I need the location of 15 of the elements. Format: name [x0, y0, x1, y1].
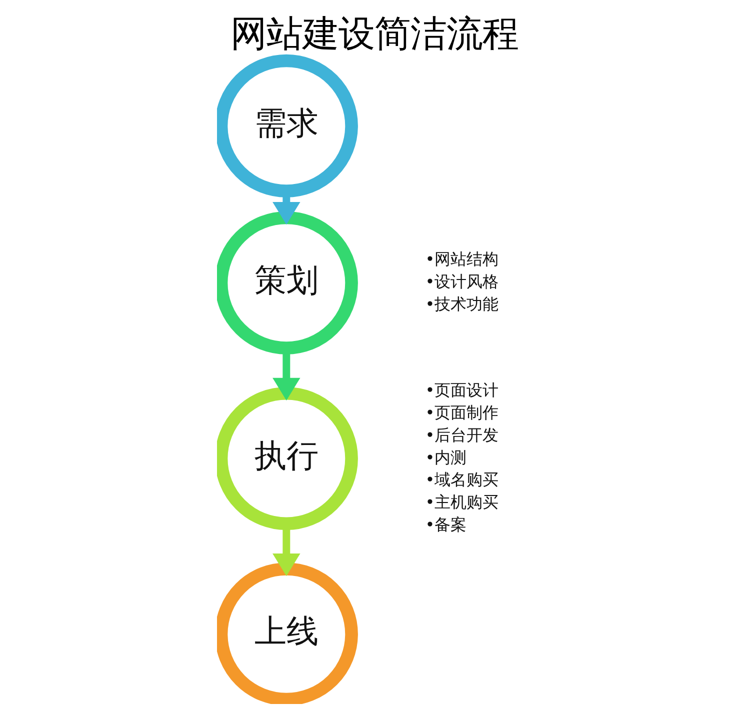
node-label: •域名购买	[425, 470, 499, 490]
node-label: •页面制作	[425, 402, 499, 422]
node-circle: 上线	[217, 562, 358, 704]
node-circle: 策划	[217, 211, 358, 354]
node-circle: 需求	[217, 54, 358, 198]
diagram-title: 网站建设简洁流程	[230, 12, 518, 56]
node-label: •后台开发	[425, 425, 499, 444]
node-circle: 执行	[217, 386, 358, 530]
node-label: •内测	[425, 448, 467, 467]
node-label: •页面设计	[425, 380, 499, 400]
node-label: •备案	[425, 515, 467, 534]
node-label: •网站结构	[425, 250, 499, 269]
node-label: •技术功能	[425, 294, 499, 314]
node-label: •主机购买	[425, 492, 499, 512]
node-label: •设计风格	[425, 272, 499, 292]
